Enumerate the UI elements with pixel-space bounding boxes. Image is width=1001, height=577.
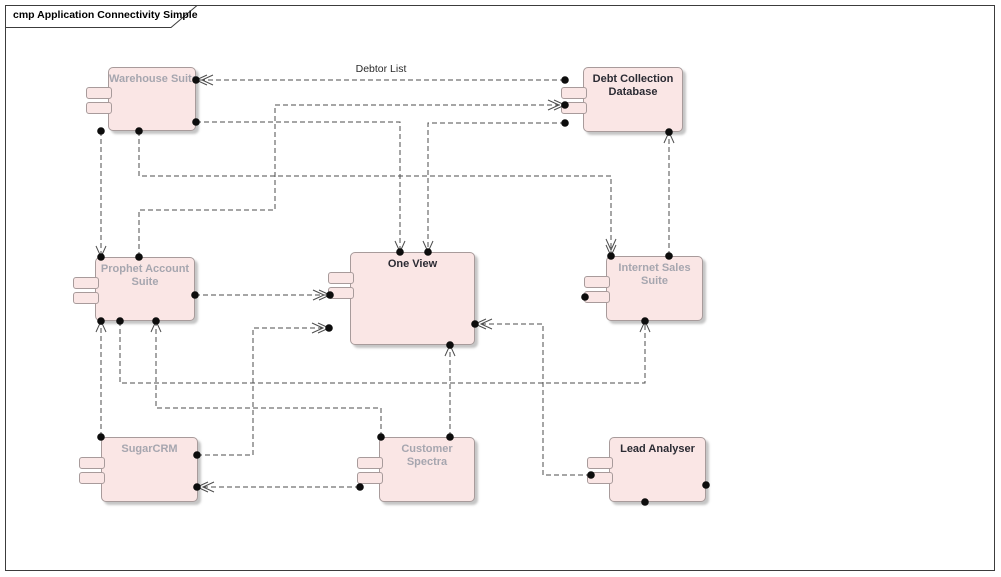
component-interface-icon <box>86 87 112 99</box>
component-interface-icon <box>357 472 383 484</box>
component-interface-icon <box>561 87 587 99</box>
component-warehouse-suite[interactable]: Warehouse Suite <box>86 67 198 131</box>
component-interface-icon <box>79 472 105 484</box>
component-interface-icon <box>357 457 383 469</box>
frame-title: cmp Application Connectivity Simple <box>13 9 198 21</box>
component-debt-collection-database[interactable]: Debt Collection Database <box>561 67 683 132</box>
component-title-one-view: One View <box>387 258 438 270</box>
component-interface-icon <box>86 102 112 114</box>
component-interface-icon <box>587 457 613 469</box>
component-customer-spectra[interactable]: Customer Spectra <box>357 437 475 502</box>
component-title-customer-spectra: Customer Spectra <box>401 443 453 468</box>
component-internet-sales-suite[interactable]: Internet Sales Suite <box>584 256 703 321</box>
component-interface-icon <box>79 457 105 469</box>
component-title-lead-analyser: Lead Analyser <box>620 443 695 455</box>
component-interface-icon <box>584 276 610 288</box>
component-interface-icon <box>561 102 587 114</box>
component-interface-icon <box>73 277 99 289</box>
component-interface-icon <box>587 472 613 484</box>
connector-label-debtor-list: Debtor List <box>355 63 407 75</box>
component-title-sugarcrm: SugarCRM <box>121 443 178 455</box>
component-interface-icon <box>328 272 354 284</box>
component-title-prophet-account-suite: Prophet Account Suite <box>100 263 190 288</box>
component-lead-analyser[interactable]: Lead Analyser <box>587 437 706 502</box>
component-title-debt-collection-database: Debt Collection Database <box>592 73 674 98</box>
component-sugarcrm[interactable]: SugarCRM <box>79 437 198 502</box>
diagram-frame <box>5 5 995 571</box>
component-interface-icon <box>584 291 610 303</box>
component-interface-icon <box>73 292 99 304</box>
component-title-internet-sales-suite: Internet Sales Suite <box>618 262 691 287</box>
component-one-view[interactable]: One View <box>328 252 475 345</box>
component-interface-icon <box>328 287 354 299</box>
component-title-warehouse-suite: Warehouse Suite <box>109 73 198 85</box>
component-prophet-account-suite[interactable]: Prophet Account Suite <box>73 257 195 321</box>
